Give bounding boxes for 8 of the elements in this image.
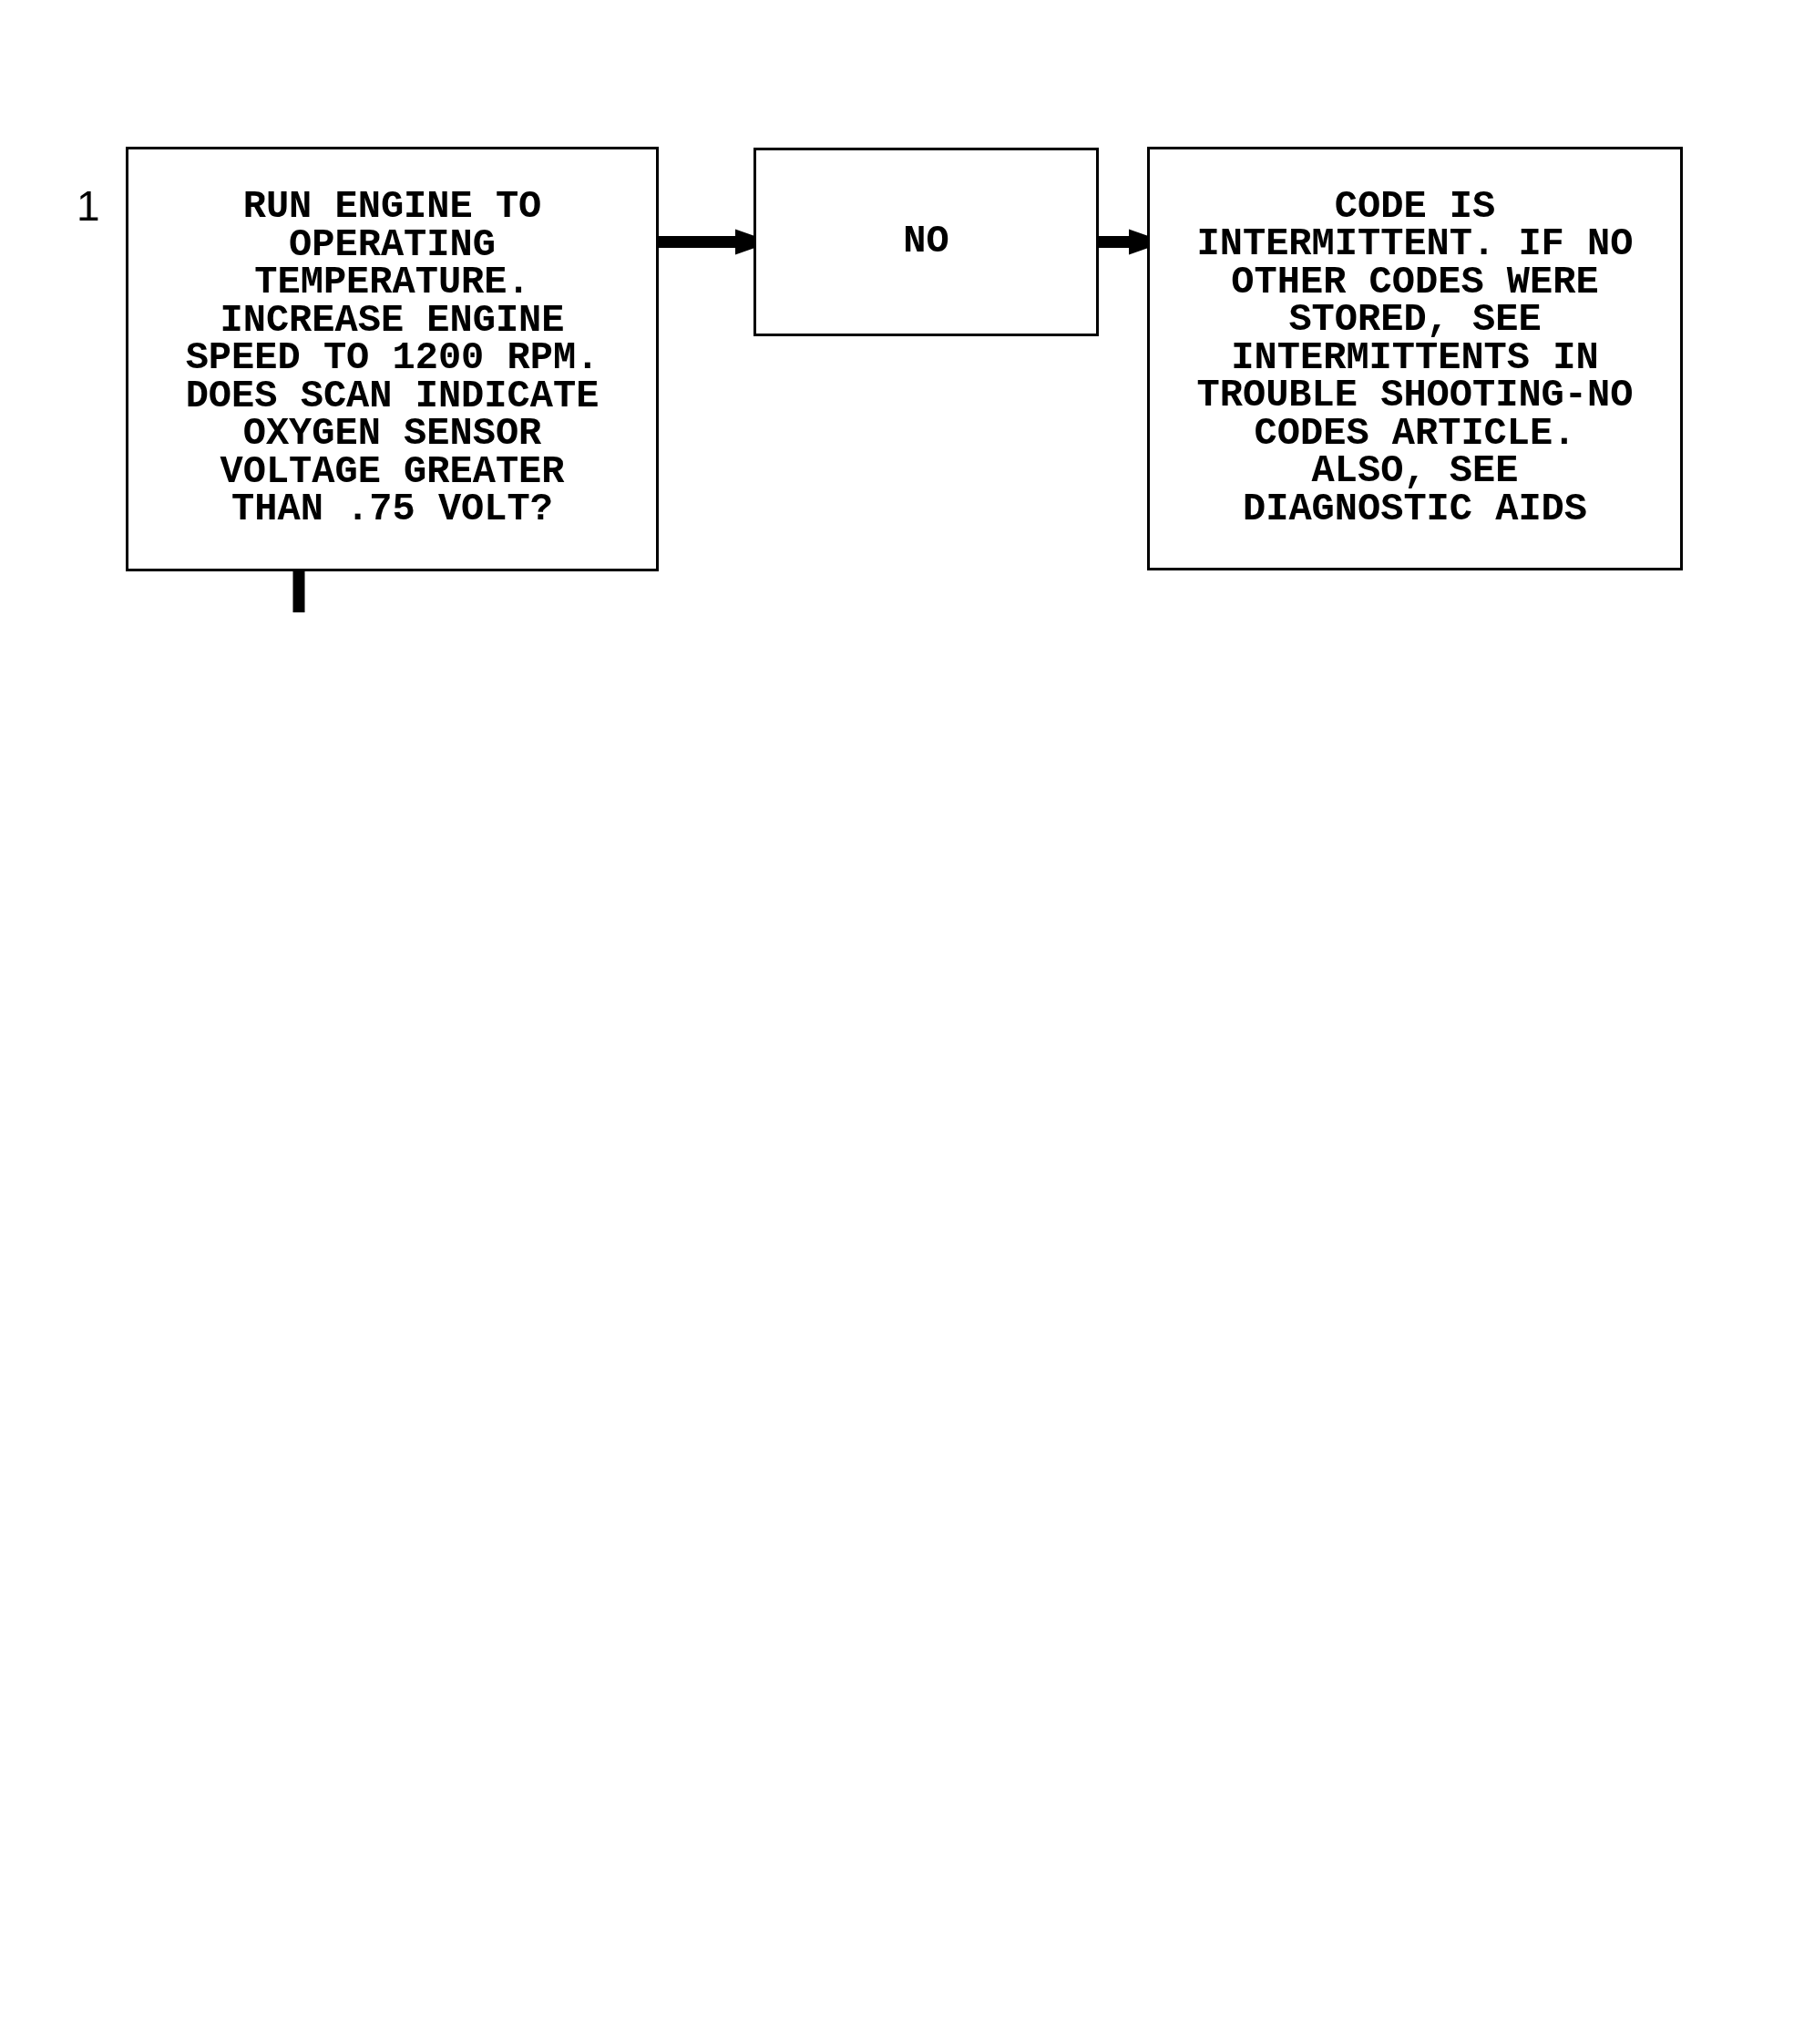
process-box (126, 147, 659, 571)
step-number: 1 (77, 185, 100, 227)
process-box (753, 148, 1099, 336)
connector-line (292, 571, 305, 612)
box-text: CODE IS INTERMITTENT. IF NO OTHER CODES WERE STORED, SEE INTERMITTENTS IN TROUBLE SHOOTING-NO CODES ARTICLE. ALSO, SEE DIAGNOSTIC AIDS (1195, 188, 1635, 529)
box-text: RUN ENGINE TO OPERATING TEMPERATURE. INCREASE ENGINE SPEED TO 1200 RPM. DOES SCAN INDICATE OXYGEN SENSOR VOLTAGE GREATER THAN .75 VOLT? (184, 189, 600, 529)
process-box (1147, 147, 1683, 570)
box-text: NO (903, 222, 949, 262)
